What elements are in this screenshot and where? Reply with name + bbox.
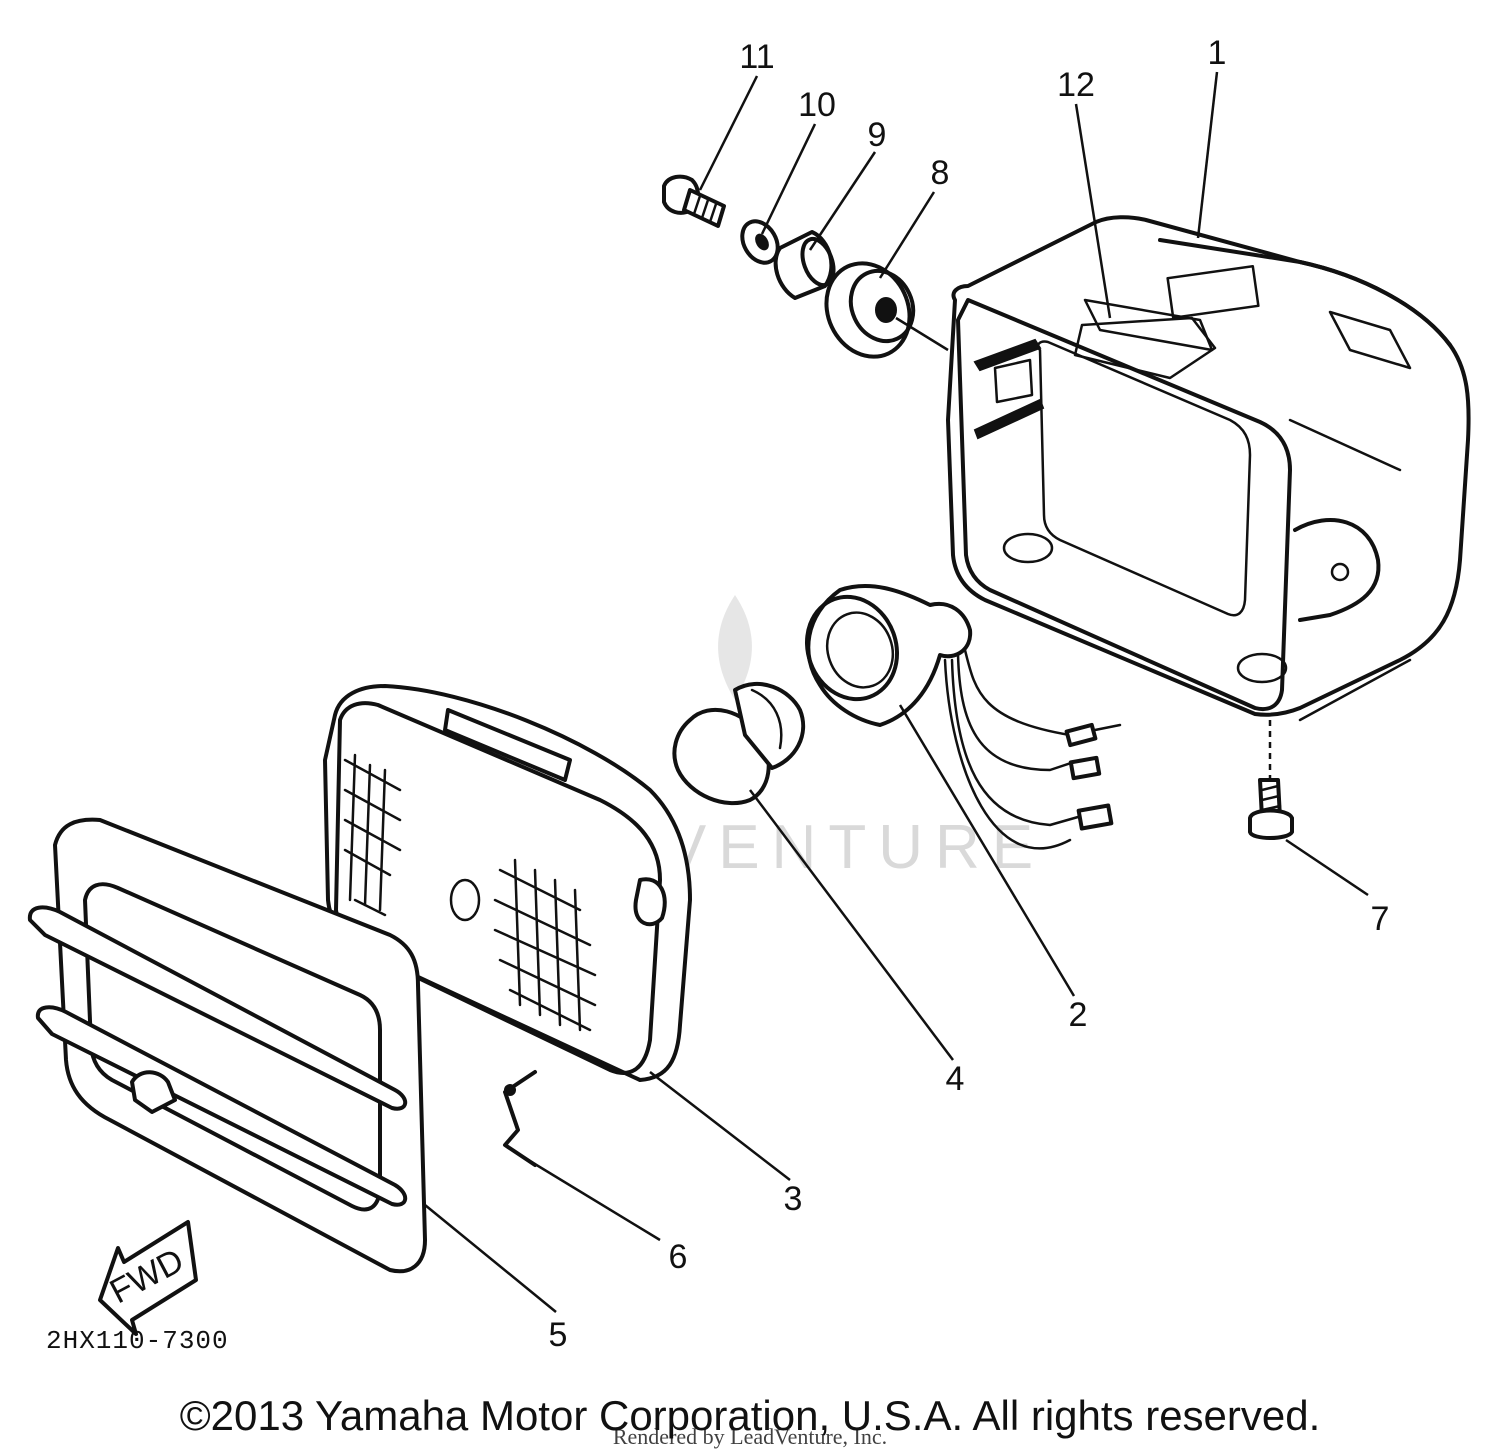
part-12-label[interactable]	[1073, 316, 1217, 380]
part-5-guard[interactable]	[27, 817, 427, 1274]
part-8-grommet[interactable]	[811, 250, 949, 371]
part-2-socket[interactable]	[793, 583, 1122, 850]
callout-numbers: 1 12 11 10 9 8 7 2 4 3 6 5	[549, 34, 1390, 1354]
callout-5: 5	[549, 1316, 568, 1354]
leader-lines	[424, 71, 1369, 1313]
rendered-by-notice: Rendered by LeadVenture, Inc.	[612, 1424, 888, 1449]
drawing-code: 2HX110-7300	[46, 1326, 229, 1356]
fwd-arrow: FWD	[98, 1220, 198, 1336]
part-4-bulb[interactable]	[672, 681, 806, 806]
part-7-screw[interactable]	[1248, 778, 1294, 840]
callout-12: 12	[1057, 66, 1095, 104]
lens-grid-pattern	[343, 753, 597, 1032]
callout-3: 3	[784, 1180, 803, 1218]
part-9-collar[interactable]	[773, 230, 840, 300]
part-11-bolt[interactable]	[662, 174, 726, 228]
part-6-clip[interactable]	[503, 1070, 537, 1167]
callout-8: 8	[931, 154, 950, 192]
callout-4: 4	[946, 1060, 965, 1098]
callout-2: 2	[1069, 996, 1088, 1034]
callout-10: 10	[798, 86, 836, 124]
callout-1: 1	[1208, 34, 1227, 72]
callout-7: 7	[1371, 900, 1390, 938]
part-10-washer[interactable]	[735, 215, 785, 269]
copyright-notice: ©2013 Yamaha Motor Corporation, U.S.A. A…	[179, 1392, 1321, 1439]
part-1-housing[interactable]	[946, 215, 1471, 722]
callout-9: 9	[868, 116, 887, 154]
callout-6: 6	[669, 1238, 688, 1276]
callout-11: 11	[739, 38, 774, 76]
